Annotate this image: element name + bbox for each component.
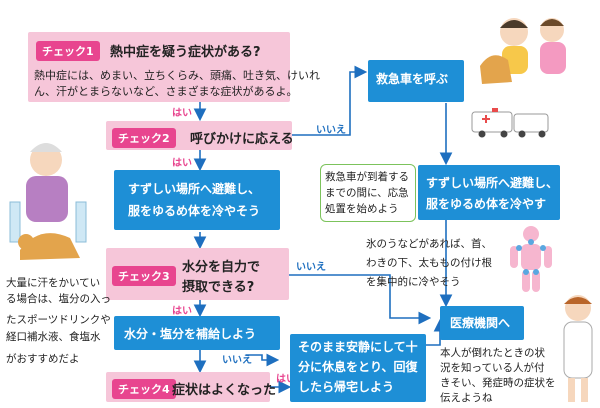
until-arrival-line1: 救急車が到着する (325, 171, 409, 183)
hydrate-text: 水分・塩分を補給しよう (124, 327, 257, 341)
hospital-note-line4: 伝えようね (440, 392, 493, 404)
cool-left-line1: すずしい場所へ避難し、 (128, 182, 261, 196)
ice-line3: を集中的に冷やそう (366, 276, 461, 288)
elderly-man-with-cat-illustration (9, 143, 87, 260)
sweat-line1: 大量に汗をかいてい (6, 277, 101, 289)
check4-label: チェック4 (112, 379, 176, 399)
nurse-illustration (563, 295, 593, 402)
edge-yes-2: はい (172, 158, 192, 169)
ambulance-box (368, 60, 464, 102)
edge-yes-3: はい (172, 306, 192, 317)
cool-left-box (114, 170, 280, 230)
check2-title: 呼びかけに応える (190, 132, 294, 147)
hospital-note-line3: きそい、発症時の症状を (440, 377, 556, 389)
ambulance-illustration (471, 108, 549, 138)
ice-line2: わきの下、太ももの付け根 (366, 257, 492, 269)
edge-no-1: いいえ (316, 125, 346, 136)
cool-right-line2: 服をゆるめ体を冷やす (426, 197, 547, 211)
ice-line1: 氷のうなどがあれば、首、 (366, 238, 492, 250)
edge-no-2: いいえ (296, 262, 326, 273)
edge-yes-4: はい (276, 374, 296, 385)
cool-right-box (418, 165, 560, 220)
until-arrival-line3: 処置を始めよう (325, 203, 399, 215)
check1-title: 熱中症を疑う症状がある? (110, 45, 261, 60)
hospital-note-line2: 況を知っている人が付 (440, 362, 545, 374)
edge-no-3: いいえ (222, 355, 252, 366)
cool-right-line1: すずしい場所へ避難し、 (426, 176, 559, 190)
hydrate-box (114, 316, 280, 350)
cool-left-line2: 服をゆるめ体を冷やそう (128, 204, 261, 218)
hospital-note-line1: 本人が倒れたときの状 (440, 347, 545, 359)
until-arrival-line2: までの間に、応急 (325, 187, 409, 199)
body-cooling-points-illustration (510, 226, 552, 292)
sweat-line3: たスポーツドリンクや (6, 314, 111, 326)
check1-desc-line2: ん、汗がとまらないなど、さまざまな症状があるよ。 (34, 85, 298, 98)
rest-line1: そのまま安静にして十 (298, 340, 418, 354)
rest-line2: 分に休息をとり、回復 (298, 360, 418, 374)
rest-line3: したら帰宅しよう (298, 380, 395, 394)
check3-title-line2: 摂取できる? (182, 280, 255, 295)
sweat-line4: 経口補水液、食塩水 (6, 331, 101, 343)
sweat-line5: がおすすめだよ (6, 353, 80, 365)
check3-title-line1: 水分を自力で (182, 260, 261, 275)
check2-label: チェック2 (112, 128, 176, 148)
edge-yes-1: はい (172, 108, 192, 119)
rest-box (290, 334, 426, 402)
check3-label: チェック3 (112, 266, 176, 286)
hospital-text: 医療機関へ (450, 316, 511, 330)
sweat-line2: る場合は、塩分の入っ (6, 293, 111, 305)
hospital-box (440, 306, 524, 340)
ambulance-text: 救急車を呼ぶ (376, 72, 449, 86)
check1-desc-line1: 熱中症には、めまい、立ちくらみ、頭痛、吐き気、けいれ (34, 69, 320, 82)
check1-label: チェック1 (36, 41, 100, 61)
until-arrival-note-box (320, 164, 416, 222)
children-and-cat-illustration (480, 18, 566, 84)
check4-title: 症状はよくなった (172, 383, 277, 398)
